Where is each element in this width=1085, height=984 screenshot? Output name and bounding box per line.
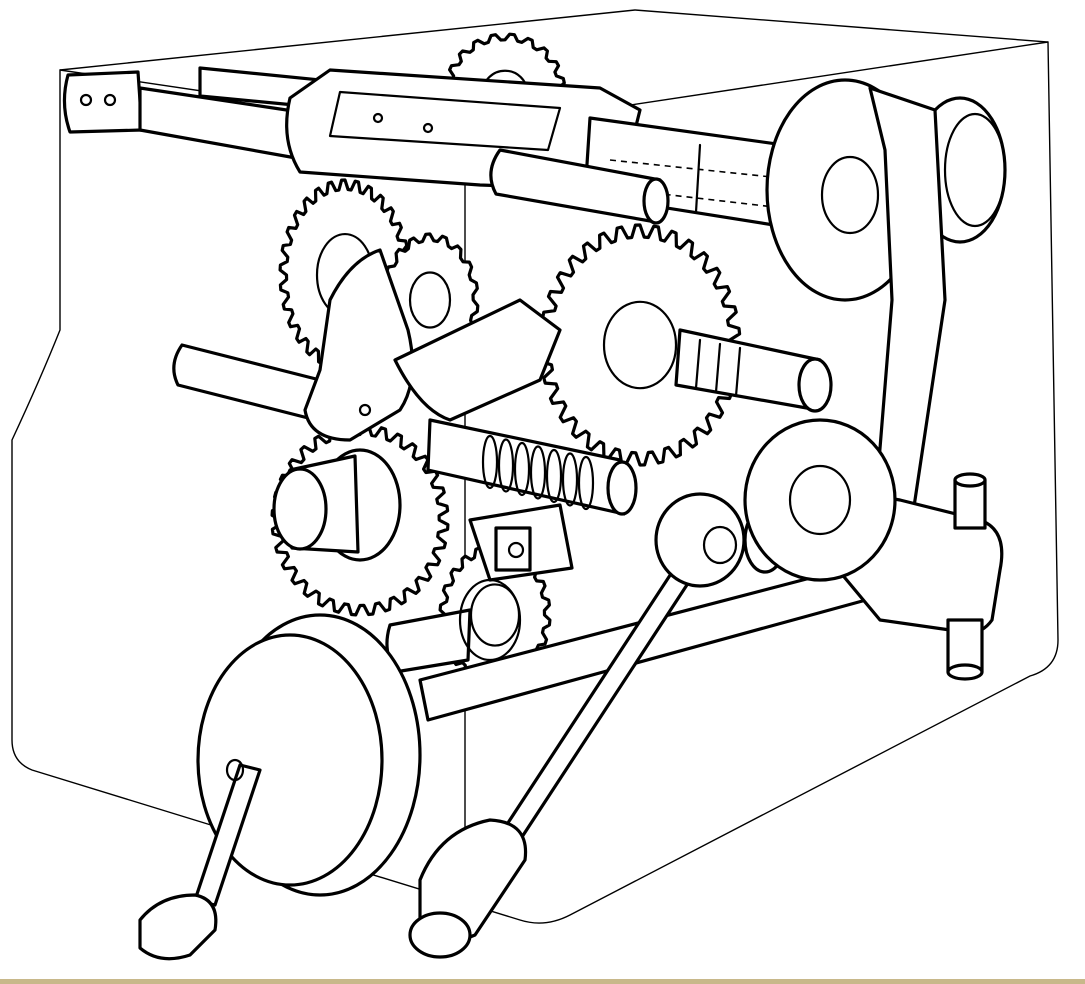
gear-lever <box>408 492 746 959</box>
worm-thread <box>513 441 531 497</box>
bottom-strip <box>0 979 1085 984</box>
gear-middle-small-hub <box>408 271 452 329</box>
bottom-gear-hub <box>458 578 522 662</box>
clamp-block <box>468 503 574 582</box>
top-rod <box>489 148 670 225</box>
gear-large-right-hub <box>602 300 678 390</box>
right-disc <box>743 418 897 582</box>
worm-thread <box>481 434 499 490</box>
worm-thread <box>497 438 515 493</box>
worm-thread <box>545 448 563 504</box>
shift-fork <box>172 248 562 442</box>
splined-shaft <box>674 328 833 413</box>
belt-drive <box>765 78 1007 522</box>
handwheel <box>138 613 422 961</box>
worm-thread <box>577 455 595 511</box>
worm-gear <box>426 418 638 516</box>
worm-thread <box>561 452 579 507</box>
left-hub <box>272 448 402 562</box>
worm-thread <box>529 445 547 500</box>
